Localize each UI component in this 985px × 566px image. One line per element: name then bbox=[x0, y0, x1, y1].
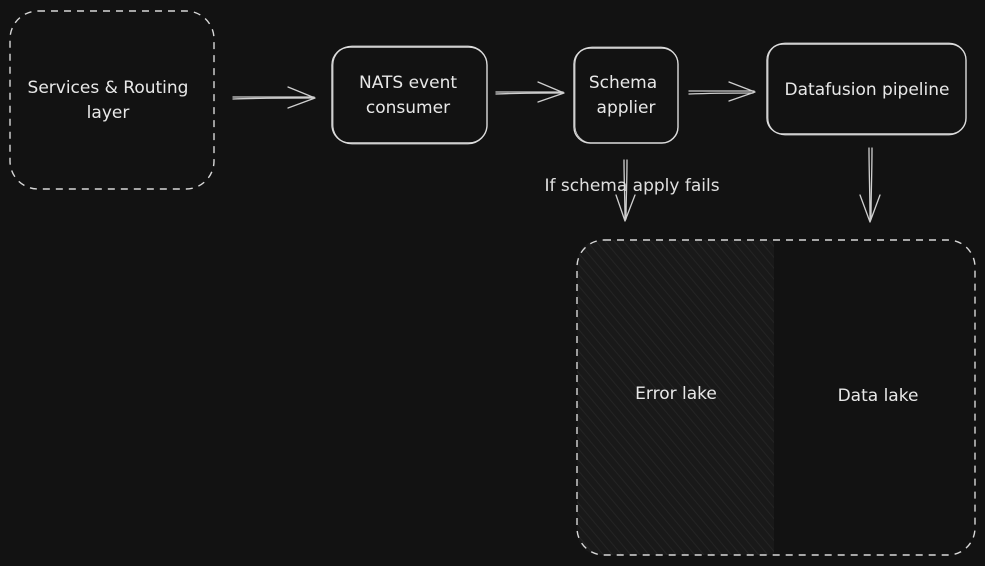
nats-event-consumer-box-sketch bbox=[332, 45, 488, 145]
lake-container-box bbox=[576, 239, 976, 556]
arrow-nats-to-schema-line-2 bbox=[495, 92, 563, 95]
arrow-nats-to-schema-head bbox=[537, 81, 565, 103]
arrow-datafusion-to-data-lake-line bbox=[868, 147, 871, 221]
schema-applier-node[interactable]: Schema applier bbox=[573, 46, 679, 144]
schema-label-line-2: applier bbox=[597, 98, 656, 118]
arrow-schema-to-datafusion-head bbox=[728, 81, 756, 102]
error-lake-node[interactable]: Error lake bbox=[635, 384, 717, 404]
services-routing-label-line-1: Services & Routing bbox=[28, 78, 189, 98]
arrow-schema-to-error-lake-line bbox=[623, 159, 626, 221]
arrow-datafusion-to-data-lake bbox=[859, 147, 881, 223]
datafusion-pipeline-node[interactable]: Datafusion pipeline bbox=[766, 42, 967, 136]
arrow-nats-to-schema bbox=[495, 81, 565, 103]
arrow-schema-to-datafusion bbox=[688, 81, 756, 102]
data-lake-label: Data lake bbox=[838, 386, 919, 406]
schema-fail-edge-label: If schema apply fails bbox=[544, 176, 719, 196]
arrow-services-to-nats bbox=[232, 86, 316, 109]
nats-label-line-1: NATS event bbox=[359, 73, 457, 93]
services-routing-layer-node[interactable]: Services & Routing layer bbox=[9, 10, 215, 190]
lake-container bbox=[576, 239, 976, 556]
nats-event-consumer-box bbox=[331, 46, 488, 144]
nats-event-consumer-node[interactable]: NATS event consumer bbox=[331, 45, 488, 145]
arrow-datafusion-to-data-lake-line-2 bbox=[870, 147, 873, 220]
datafusion-label: Datafusion pipeline bbox=[785, 80, 950, 100]
schema-applier-box-sketch bbox=[574, 46, 679, 144]
arrow-datafusion-to-data-lake-head bbox=[859, 194, 881, 223]
datafusion-pipeline-box-sketch bbox=[767, 42, 967, 136]
services-routing-label-line-2: layer bbox=[87, 103, 130, 123]
arrow-schema-to-datafusion-line-2 bbox=[688, 92, 754, 95]
nats-label-line-2: consumer bbox=[366, 98, 450, 118]
services-routing-layer-box bbox=[9, 10, 215, 190]
arrow-services-to-nats-head bbox=[287, 86, 316, 109]
error-lake-fill bbox=[577, 240, 774, 555]
data-lake-node[interactable]: Data lake bbox=[838, 386, 919, 406]
error-lake-label: Error lake bbox=[635, 384, 717, 404]
schema-applier-box bbox=[573, 47, 679, 144]
arrow-schema-to-error-lake bbox=[615, 159, 636, 222]
arrow-services-to-nats-line-2 bbox=[232, 97, 314, 100]
schema-label-line-1: Schema bbox=[589, 73, 657, 93]
arrow-schema-to-error-lake-line-2 bbox=[625, 159, 628, 220]
arrow-schema-to-error-lake-head bbox=[615, 194, 636, 222]
